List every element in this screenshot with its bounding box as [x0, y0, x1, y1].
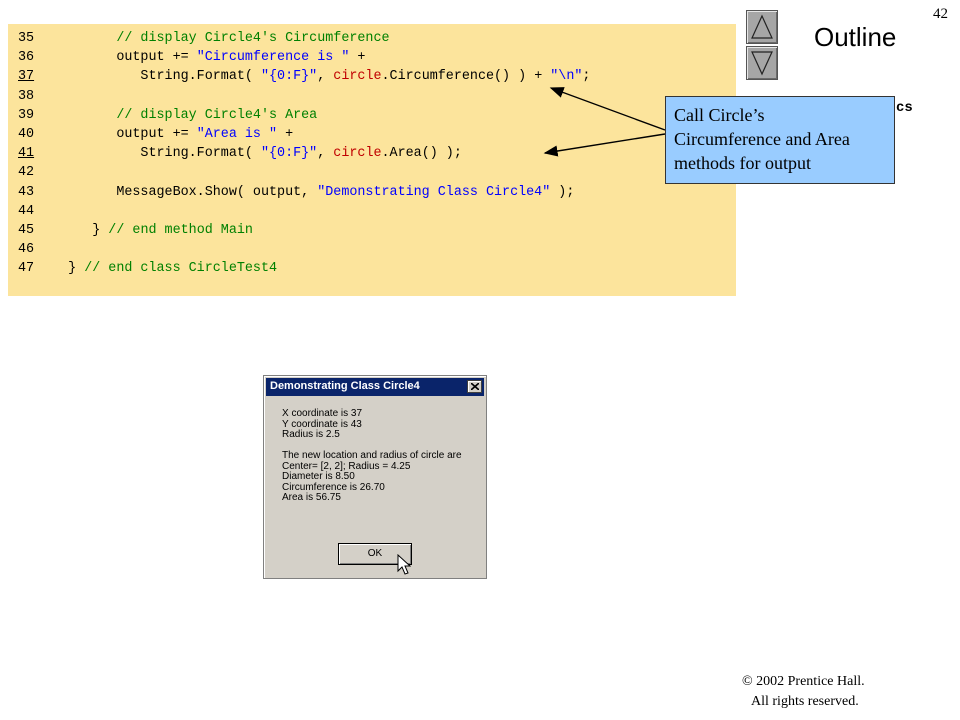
code-token: , — [317, 69, 334, 85]
message-line: Y coordinate is 43 — [282, 418, 362, 430]
code-token: // display Circle4's Area — [116, 107, 318, 123]
previous-slide-button[interactable] — [746, 10, 778, 44]
slide-number: 42 — [933, 6, 948, 22]
line-number: 37 — [18, 69, 35, 85]
code-line: 40 output += "Area is " + — [18, 125, 293, 144]
callout-box: Call Circle’s Circumference and Area met… — [665, 96, 895, 184]
code-token: // end method Main — [108, 223, 253, 238]
line-number: 39 — [18, 107, 35, 123]
code-token: "{0:F}" — [260, 69, 318, 85]
close-button[interactable] — [467, 380, 482, 393]
callout-line: methods for output — [674, 153, 811, 173]
code-token: "Circumference is " — [196, 50, 350, 66]
message-line: The new location and radius of circle ar… — [282, 450, 462, 461]
ok-button-label: OK — [367, 548, 383, 559]
code-token: circle — [333, 146, 382, 162]
close-icon — [471, 383, 479, 390]
code-line: 39 // display Circle4's Area — [18, 106, 317, 125]
message-box-text: X coordinate is 37 Y coordinate is 43 Ra… — [282, 408, 462, 504]
code-token: } — [44, 223, 109, 238]
copyright-line: All rights reserved. — [751, 694, 859, 709]
line-number: 47 — [18, 261, 35, 277]
code-line: 42 — [18, 163, 44, 182]
code-token: "Demonstrating Class Circle4" — [317, 184, 551, 200]
message-line: Area is 56.75 — [282, 492, 341, 503]
code-line: 36 output += "Circumference is " + — [18, 48, 365, 67]
message-line: Center= [2, 2]; Radius = 4.25 — [282, 460, 411, 472]
code-token: + — [349, 50, 366, 66]
copyright: © 2002 Prentice Hall. All rights reserve… — [742, 672, 865, 712]
code-token: String.Format( — [44, 146, 261, 162]
message-box-title: Demonstrating Class Circle4 — [270, 380, 420, 392]
code-token: "Area is " — [196, 127, 278, 142]
triangle-up-icon — [751, 14, 773, 39]
line-number: 38 — [18, 88, 35, 104]
code-token: String.Format( — [44, 69, 261, 85]
line-number: 36 — [18, 50, 35, 66]
code-token: // display Circle4's Circumference — [116, 31, 390, 46]
code-token: ); — [550, 184, 575, 200]
file-name-fragment: cs — [896, 100, 913, 116]
code-token: "\n" — [550, 69, 583, 85]
callout-line: Circumference and Area — [674, 129, 850, 149]
copyright-line: © 2002 Prentice Hall. — [742, 674, 865, 689]
code-line: 46 — [18, 240, 44, 259]
line-number: 46 — [18, 242, 35, 258]
next-slide-button[interactable] — [746, 46, 778, 80]
code-line: 35 // display Circle4's Circumference — [18, 29, 390, 48]
arrow-to-line-41 — [543, 133, 666, 157]
code-line: 44 — [18, 202, 44, 221]
code-line: 38 — [18, 87, 44, 106]
code-line: 45 } // end method Main — [18, 221, 253, 240]
code-token: MessageBox.Show( output, — [44, 184, 318, 200]
code-token: // end class CircleTest4 — [84, 261, 278, 277]
line-number: 45 — [18, 223, 35, 238]
code-token: + — [277, 127, 294, 142]
message-line: Diameter is 8.50 — [282, 471, 355, 482]
message-line: Radius is 2.5 — [282, 429, 340, 440]
triangle-down-icon — [751, 51, 773, 76]
mouse-cursor-icon — [397, 554, 411, 575]
line-number: 43 — [18, 184, 35, 200]
message-line: Circumference is 26.70 — [282, 481, 385, 493]
line-number: 41 — [18, 146, 35, 162]
arrow-to-line-37 — [549, 87, 666, 131]
code-token: .Circumference() ) + — [381, 69, 551, 85]
outline-link[interactable]: Outline — [814, 22, 897, 52]
message-box-window: Demonstrating Class Circle4 X coordinate… — [263, 375, 487, 579]
message-line: X coordinate is 37 — [282, 408, 363, 419]
line-number: 44 — [18, 203, 35, 219]
code-token: , — [317, 146, 334, 162]
code-token: circle — [333, 69, 382, 85]
code-token: ; — [582, 69, 591, 85]
ok-button[interactable]: OK — [338, 543, 412, 565]
code-token: } — [44, 261, 85, 277]
line-number: 40 — [18, 127, 35, 142]
code-line: 43 MessageBox.Show( output, "Demonstrati… — [18, 183, 574, 202]
code-line: 41 String.Format( "{0:F}", circle.Area()… — [18, 144, 462, 163]
line-number: 35 — [18, 31, 35, 46]
code-token: output += — [44, 50, 197, 66]
message-box-titlebar[interactable]: Demonstrating Class Circle4 — [266, 378, 484, 396]
code-token: output += — [44, 127, 197, 142]
line-number: 42 — [18, 165, 35, 181]
code-line: 37 String.Format( "{0:F}", circle.Circum… — [18, 67, 590, 86]
code-line: 47 } // end class CircleTest4 — [18, 259, 277, 278]
code-token: .Area() ); — [381, 146, 462, 162]
callout-line: Call Circle’s — [674, 105, 765, 125]
code-token: "{0:F}" — [260, 146, 318, 162]
